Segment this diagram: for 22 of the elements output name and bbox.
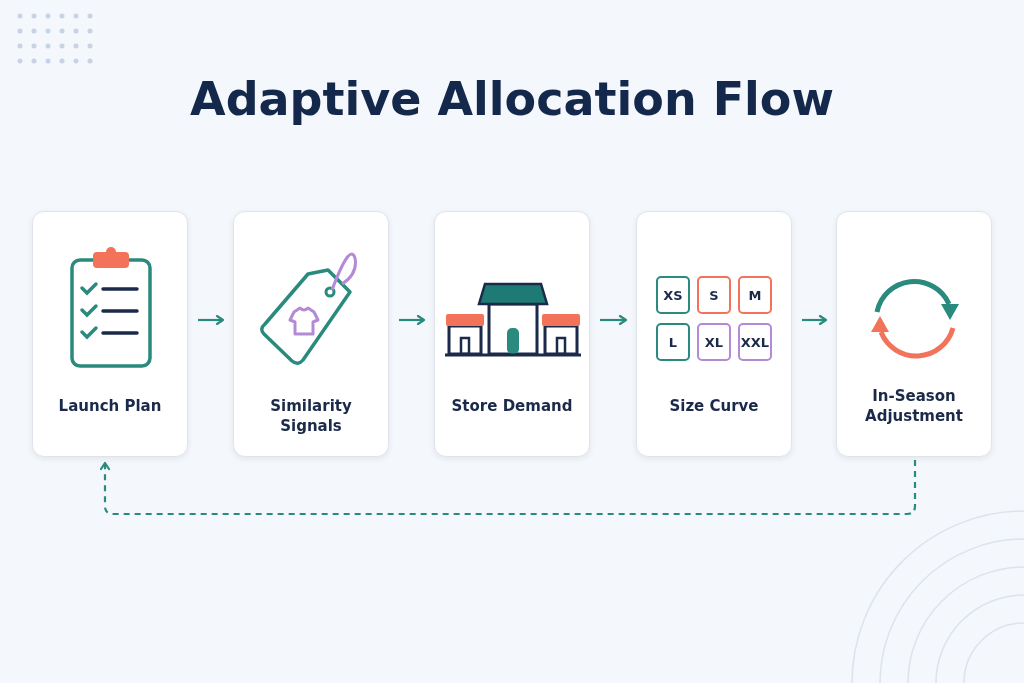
- step-label: Launch Plan: [57, 396, 163, 416]
- size-label: XL: [697, 323, 731, 361]
- size-label: M: [738, 276, 772, 314]
- arrow: [600, 314, 628, 326]
- size-label: XXL: [738, 323, 772, 361]
- title: Adaptive Allocation Flow: [189, 72, 835, 126]
- size-label: S: [697, 276, 731, 314]
- size-label: XS: [656, 276, 690, 314]
- step-card: [636, 211, 792, 457]
- step-card: [434, 211, 590, 457]
- arrow: [198, 314, 225, 326]
- size-label: L: [656, 323, 690, 361]
- arrow: [802, 314, 828, 326]
- step-label: Similarity Signals: [269, 396, 353, 436]
- arrow: [399, 314, 426, 326]
- arrow: [99, 460, 917, 516]
- step-card: [836, 211, 992, 457]
- step-card: [32, 211, 188, 457]
- step-card: [233, 211, 389, 457]
- step-label: Size Curve: [668, 396, 760, 416]
- step-label: In-Season Adjustment: [864, 386, 964, 426]
- step-label: Store Demand: [450, 396, 574, 416]
